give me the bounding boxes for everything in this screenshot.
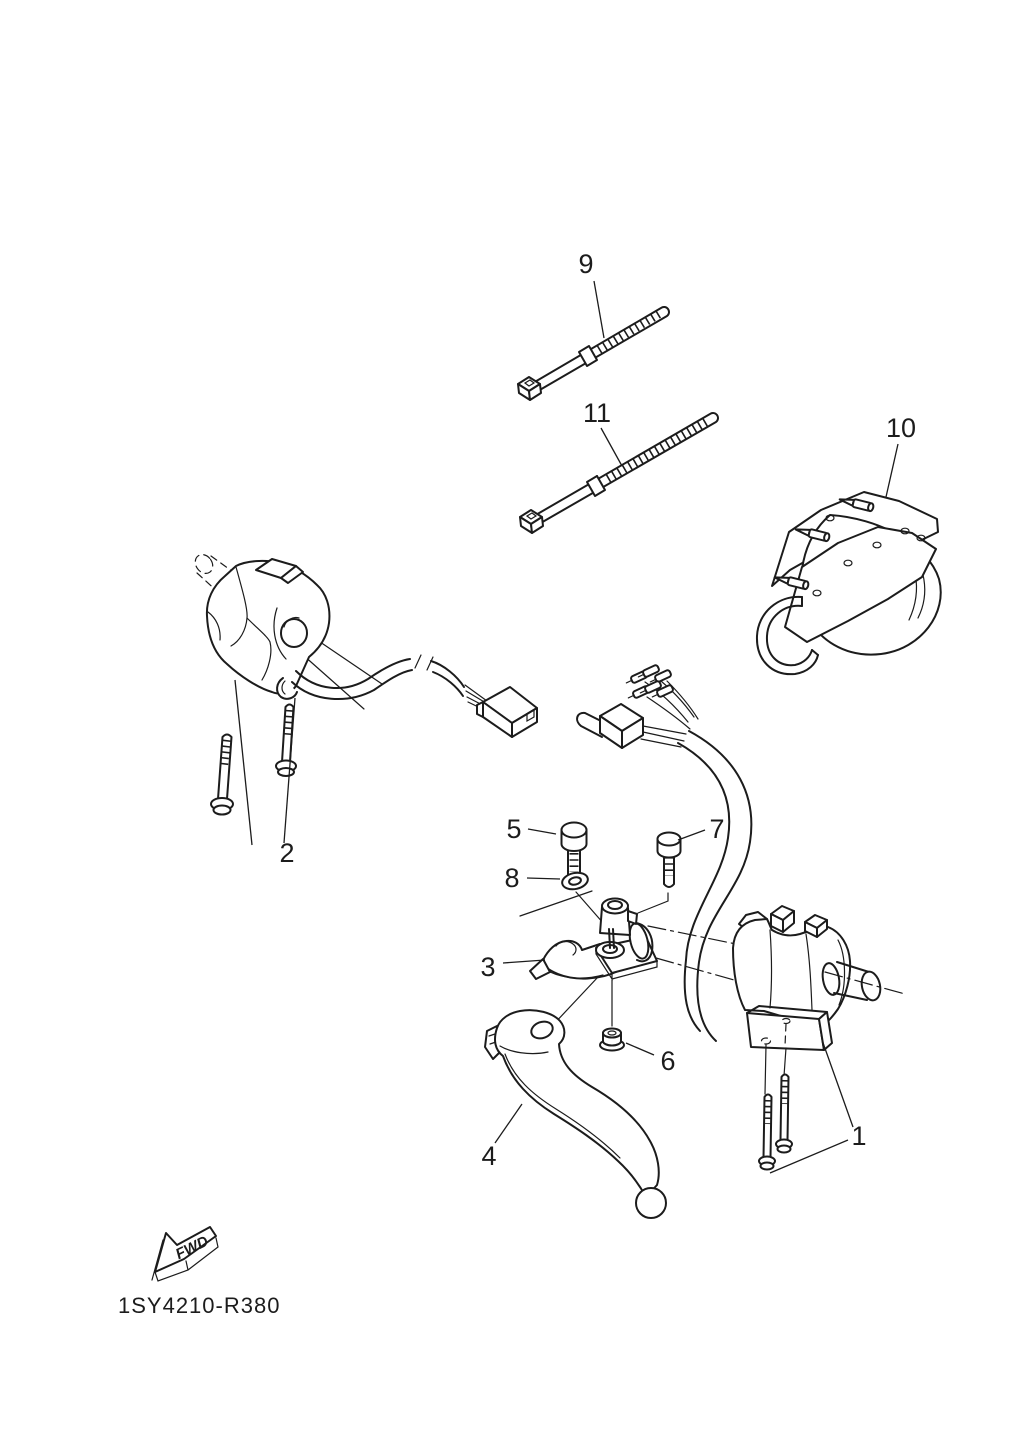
- connector-plug-drawing: [476, 686, 538, 738]
- clutch-lever-4-drawing: [484, 1009, 667, 1219]
- leader-line-part-3: [502, 959, 546, 964]
- diagram-code: 1SY4210-R380: [118, 1293, 280, 1318]
- washer-8-drawing: [561, 871, 605, 925]
- part-number-10: 10: [886, 413, 916, 443]
- leader-line-part-2: [283, 697, 296, 844]
- switch-cable-drawing: [291, 654, 498, 717]
- part-number-3: 3: [480, 952, 495, 982]
- bracket-screw-icon: [773, 576, 810, 591]
- cable-tie-11-drawing: [519, 412, 719, 534]
- part-number-8: 8: [504, 863, 519, 893]
- right-handle-switch-1-drawing: [732, 905, 906, 1171]
- nut-6-drawing: [599, 1027, 625, 1052]
- part-number-9: 9: [578, 249, 593, 279]
- part-number-callouts: 9 11 10 2 5 7 8 3 6 4 1: [234, 249, 916, 1174]
- bracket-screw-icon: [794, 528, 831, 543]
- fwd-direction-marker: FWD: [151, 1226, 219, 1282]
- part-number-11: 11: [583, 398, 611, 428]
- bullet-terminal-icon: [649, 669, 672, 683]
- leader-line-part-4: [494, 1103, 523, 1144]
- leader-line-part-1: [769, 1139, 849, 1174]
- bracket-screw-icon: [838, 498, 875, 513]
- switch-housing-10-drawing: [755, 491, 942, 676]
- switch-bolt-drawing: [758, 1093, 776, 1171]
- switch-bolt-drawing: [275, 703, 297, 777]
- left-handle-switch-2-drawing: [194, 554, 331, 816]
- switch-bolt-drawing: [775, 1073, 793, 1154]
- lever-holder-3-drawing: [529, 897, 658, 1027]
- part-number-6: 6: [660, 1046, 675, 1076]
- leader-line-part-1: [821, 1039, 854, 1128]
- leader-line-part-6: [625, 1042, 655, 1056]
- part-number-4: 4: [481, 1141, 496, 1171]
- leader-line-part-8: [526, 877, 561, 880]
- part-number-2: 2: [279, 838, 294, 868]
- leader-line-part-2: [234, 679, 253, 846]
- switch-bolt-drawing: [210, 733, 234, 816]
- cable-tie-9-drawing: [517, 306, 670, 477]
- wire-harness-drawing: [576, 664, 753, 1042]
- leader-line-part-9: [593, 280, 605, 339]
- part-number-5: 5: [506, 814, 521, 844]
- bullet-terminal-icon: [639, 680, 662, 694]
- leader-line-part-7: [677, 829, 706, 841]
- bullet-terminal-icon: [651, 684, 674, 698]
- leader-line-part-10: [885, 443, 899, 498]
- bolt-7-drawing: [637, 831, 682, 914]
- part-number-1: 1: [851, 1121, 866, 1151]
- leader-line-part-11: [600, 427, 623, 467]
- part-number-7: 7: [709, 814, 724, 844]
- leader-line-part-5: [527, 828, 557, 835]
- bullet-terminal-icon: [637, 664, 660, 678]
